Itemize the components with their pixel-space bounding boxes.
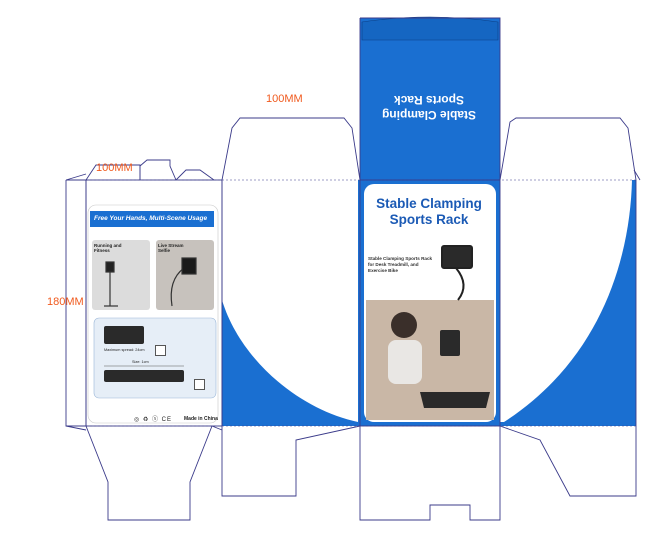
front-product-sketch	[441, 245, 473, 301]
size-caption-2: Size: 1cm	[132, 360, 149, 364]
front-title-line2: Sports Rack	[389, 212, 469, 227]
front-tagline: Stable Clamping Sports Rack for Desk Tre…	[368, 256, 433, 273]
right-panel-white-arc	[500, 180, 632, 422]
scene2-illustration	[170, 257, 197, 307]
scene1-photo	[92, 240, 150, 310]
width-dimension-side: 100MM	[96, 162, 133, 174]
left-panel-white-arc	[222, 180, 358, 422]
side-banner: Free Your Hands, Multi-Scene Usage	[90, 211, 214, 227]
width-dimension-top: 100MM	[266, 93, 303, 105]
top-lid-blue	[360, 18, 500, 180]
size-caption-1: Maximum spread: 24cm	[104, 348, 145, 352]
top-lid-text-line2: Sports Rack	[393, 93, 465, 107]
scene1-illustration	[104, 261, 118, 307]
front-title-line1: Stable Clamping	[376, 196, 482, 211]
size-checkbox-2	[194, 379, 205, 390]
top-lid-text-line1: Stable Clamping	[382, 108, 477, 122]
front-title: Stable Clamping Sports Rack	[362, 196, 496, 228]
scene2-caption: Live Stream Selfie	[158, 243, 184, 253]
scene2-photo	[156, 240, 214, 310]
size-diagrams	[104, 326, 184, 382]
front-photo-figure	[388, 312, 490, 408]
top-lid-text: Stable Clamping Sports Rack	[362, 92, 496, 122]
made-in-label: Made in China	[184, 416, 218, 422]
size-checkbox-1	[155, 345, 166, 356]
certification-icons: ◎ ♻ ⓢ CE	[134, 417, 172, 423]
top-lid-flap	[361, 16, 499, 41]
scene1-caption: Running and Fitness	[94, 243, 122, 253]
height-dimension: 180MM	[47, 296, 84, 308]
